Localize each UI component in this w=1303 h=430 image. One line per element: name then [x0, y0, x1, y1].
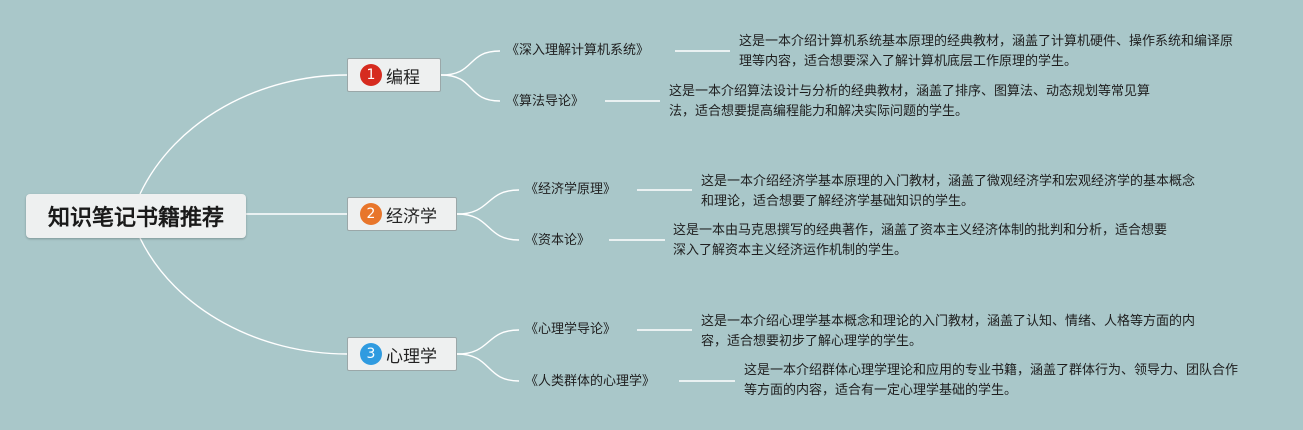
- connector-root-branch: [139, 74, 348, 195]
- book-title[interactable]: 《心理学导论》: [525, 322, 617, 337]
- connector-branch-book: [456, 329, 520, 355]
- book-description: 这是一本介绍经济学基本原理的入门教材，涵盖了微观经济学和宏观经济学的基本概念和理…: [701, 174, 1196, 209]
- book-title[interactable]: 《人类群体的心理学》: [525, 374, 656, 389]
- connector-branch-book: [456, 189, 520, 215]
- branch-label: 编程: [386, 67, 420, 88]
- connector-branch-book: [456, 213, 520, 241]
- connector-branch-book: [440, 50, 501, 76]
- connector-root-branch: [139, 237, 348, 355]
- book-title[interactable]: 《深入理解计算机系统》: [506, 43, 650, 58]
- book-description: 这是一本介绍计算机系统基本原理的经典教材，涵盖了计算机硬件、操作系统和编译原理等…: [739, 34, 1234, 69]
- branch-label: 心理学: [386, 346, 437, 367]
- number-badge-2: 2: [360, 203, 382, 225]
- branch-economics[interactable]: 2 经济学: [347, 197, 457, 231]
- root-topic[interactable]: 知识笔记书籍推荐: [26, 194, 246, 238]
- book-title[interactable]: 《经济学原理》: [525, 182, 617, 197]
- connector-branch-book: [440, 74, 501, 102]
- branch-programming[interactable]: 1 编程: [347, 58, 441, 92]
- branch-label: 经济学: [386, 206, 437, 227]
- book-description: 这是一本由马克思撰写的经典著作，涵盖了资本主义经济体制的批判和分析，适合想要深入…: [673, 223, 1168, 258]
- number-badge-1: 1: [360, 64, 382, 86]
- root-topic-label: 知识笔记书籍推荐: [47, 206, 224, 231]
- branch-psychology[interactable]: 3 心理学: [347, 337, 457, 371]
- book-description: 这是一本介绍群体心理学理论和应用的专业书籍，涵盖了群体行为、领导力、团队合作等方…: [744, 363, 1239, 398]
- book-title[interactable]: 《算法导论》: [506, 94, 585, 109]
- book-description: 这是一本介绍心理学基本概念和理论的入门教材，涵盖了认知、情绪、人格等方面的内容，…: [701, 314, 1196, 349]
- number-badge-3: 3: [360, 343, 382, 365]
- connector-branch-book: [456, 353, 520, 382]
- book-description: 这是一本介绍算法设计与分析的经典教材，涵盖了排序、图算法、动态规划等常见算法，适…: [669, 84, 1151, 119]
- book-title[interactable]: 《资本论》: [525, 233, 591, 248]
